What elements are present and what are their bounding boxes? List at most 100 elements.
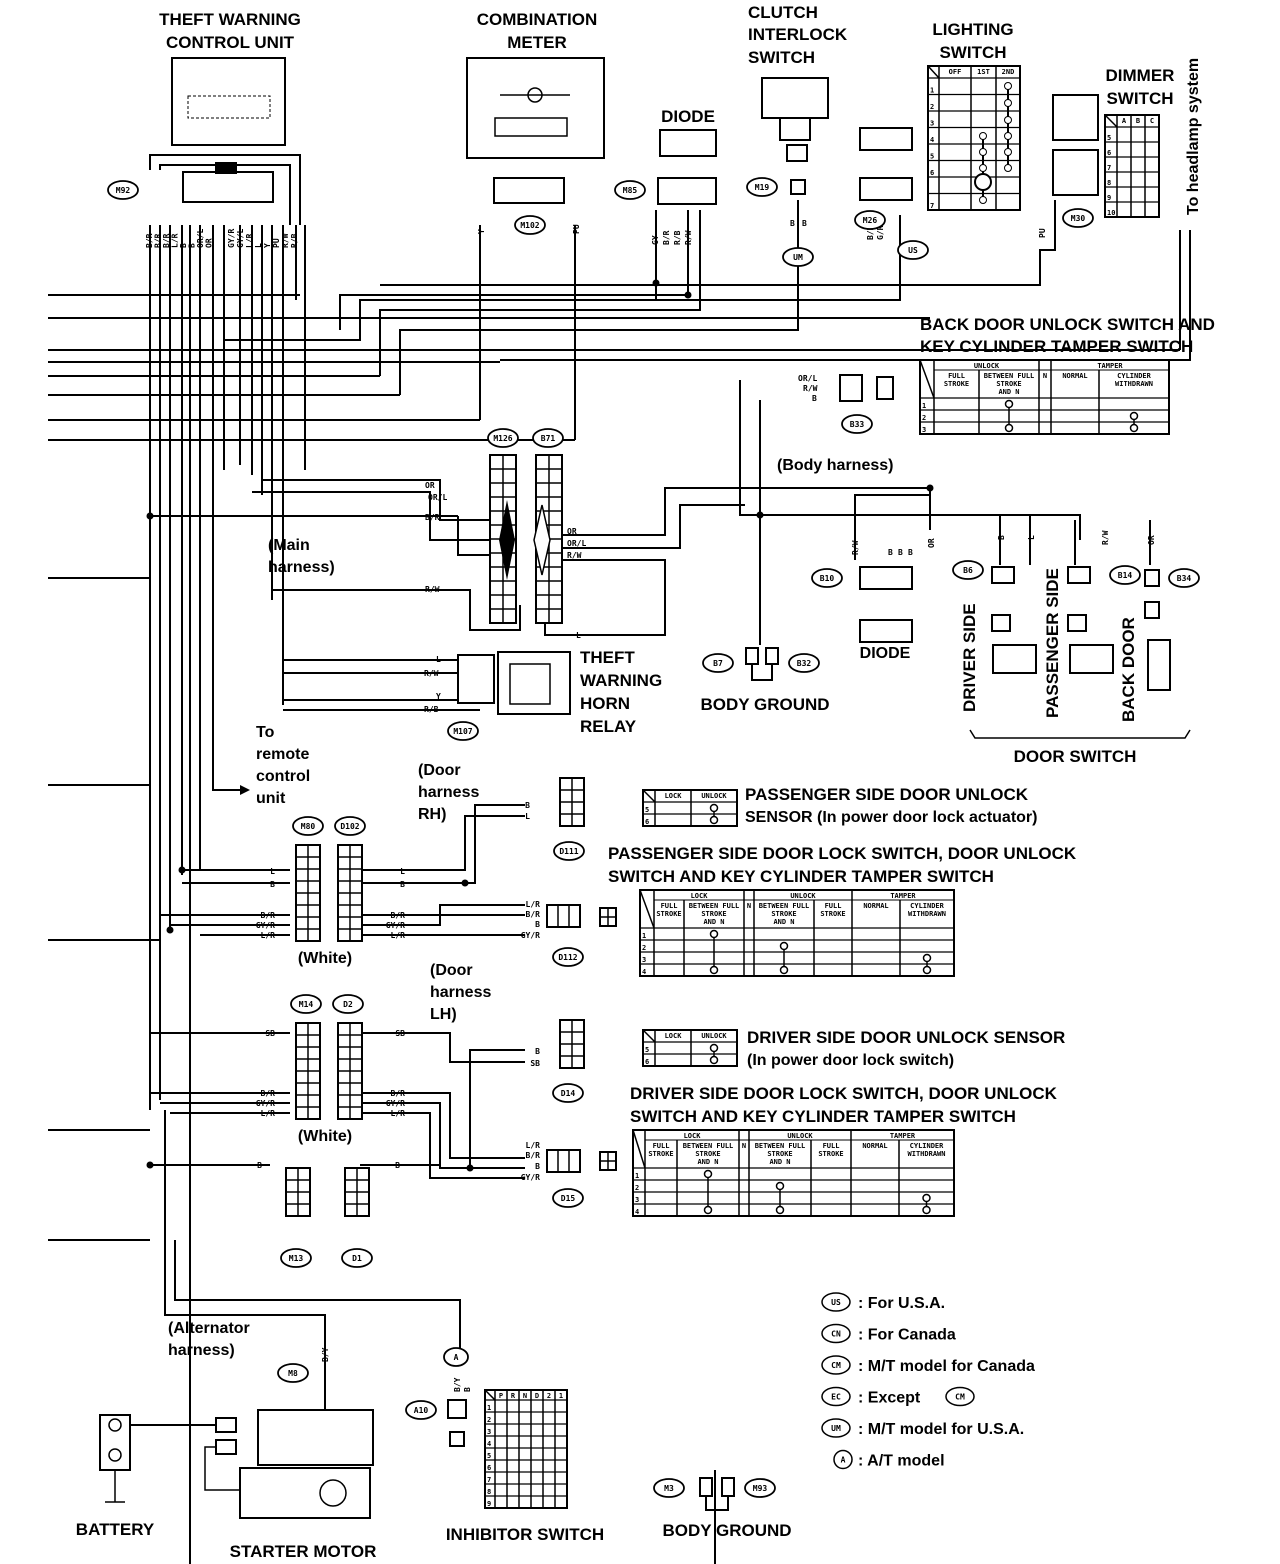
wire-label: B/R — [866, 225, 875, 240]
tag-outline — [702, 653, 734, 673]
legend-code-badge — [821, 1355, 851, 1375]
continuity-point — [709, 815, 719, 825]
row-number: 4 — [487, 1440, 491, 1448]
continuity-point — [709, 803, 719, 813]
row-number: 4 — [642, 968, 646, 976]
row-number: 6 — [645, 818, 649, 826]
tag-text: M19 — [755, 183, 770, 192]
continuity-point — [979, 196, 987, 204]
wire-label: R/W — [424, 669, 439, 678]
tag-text: B10 — [820, 574, 835, 583]
diagonal — [642, 1029, 656, 1043]
wire-label: L — [400, 867, 405, 876]
tag-outline — [553, 841, 585, 861]
legend-code: CN — [831, 1330, 841, 1339]
wire-label: R/W — [1101, 530, 1110, 545]
row-number: 1 — [922, 402, 926, 410]
wire-label: B/R — [261, 1089, 276, 1098]
wire-label: L — [436, 655, 441, 664]
row-number: 7 — [1107, 164, 1111, 172]
connector-tag-m93: M93 — [744, 1478, 776, 1498]
legend-item: CN: For Canada — [821, 1323, 956, 1344]
title-line: THEFT WARNING — [159, 10, 301, 29]
ground-b7-b32 — [745, 647, 779, 681]
group-header: UNLOCK — [974, 362, 1000, 370]
wire-label: L/R — [245, 233, 254, 248]
wire-label: OR — [1147, 535, 1156, 545]
pass-lock-switch-title: PASSENGER SIDE DOOR LOCK SWITCH, DOOR UN… — [608, 844, 1077, 863]
table-frame — [1104, 114, 1160, 218]
column-header: NORMAL — [862, 1142, 887, 1150]
tag-text: A10 — [414, 1406, 429, 1415]
tag-outline — [532, 428, 564, 448]
wire-label: B/R — [261, 911, 276, 920]
column-header: WITHDRAWN — [908, 910, 946, 918]
diagonal — [919, 359, 935, 399]
wire-label: L — [576, 631, 581, 640]
connector-tag-b71: B71 — [532, 428, 564, 448]
wire-label: GY/R — [521, 931, 540, 940]
wire-label: OR/L — [428, 493, 447, 502]
drv-lock-switch-title: DRIVER SIDE DOOR LOCK SWITCH, DOOR UNLOC… — [630, 1084, 1058, 1103]
wire-label: OR — [205, 238, 214, 248]
connector-tag-m14: M14 — [290, 994, 322, 1014]
column-header: STROKE — [771, 910, 796, 918]
white-label: (White) — [298, 1128, 352, 1145]
clutch-interlock-switch: CLUTCH INTERLOCK SWITCH — [748, 3, 848, 195]
title-line: CLUTCH — [748, 3, 818, 22]
connector-body — [546, 1149, 581, 1173]
row-number: 6 — [487, 1464, 491, 1472]
legend-code-badge — [945, 1386, 975, 1407]
table-frame — [639, 889, 955, 977]
wire-label: GY/R — [256, 1099, 275, 1108]
wire-label: GY/R — [521, 1173, 540, 1182]
continuity-point — [922, 965, 932, 975]
legend-code: US — [831, 1298, 841, 1307]
connector-tag-m3: M3 — [653, 1478, 685, 1498]
door-harness-rh: harness — [418, 784, 479, 801]
white-label: (White) — [298, 950, 352, 967]
main-harness-label: harness) — [268, 559, 335, 576]
legend-code: CM — [831, 1361, 841, 1370]
wire-label: B — [790, 219, 795, 228]
continuity-point — [1004, 148, 1012, 156]
wire-label: B/R — [391, 911, 406, 920]
wire-label: L — [270, 867, 275, 876]
splice-dots — [146, 279, 934, 1172]
column-header: LOCK — [665, 1032, 683, 1040]
wire-label: L/R — [391, 1109, 406, 1118]
connector-tag-a: A — [443, 1347, 469, 1367]
legend-code-badge — [833, 1449, 853, 1470]
connector-tag-a10: A10 — [405, 1400, 437, 1420]
diagonal — [1104, 114, 1118, 128]
tag-text: D1 — [352, 1254, 362, 1263]
wire-label: L — [525, 812, 530, 821]
wire-label: R/B — [290, 233, 299, 248]
wire-label: B — [908, 548, 913, 557]
column-header: STROKE — [767, 1150, 792, 1158]
connector-tag-m30: M30 — [1062, 208, 1094, 228]
back-door-switch-title: KEY CYLINDER TAMPER SWITCH — [920, 337, 1193, 356]
column-header: FULL — [661, 902, 678, 910]
pass-lock-switch-title: SWITCH AND KEY CYLINDER TAMPER SWITCH — [608, 867, 994, 886]
column-header: FULL — [948, 372, 965, 380]
wire-label: L — [254, 243, 263, 248]
connector-d15-face — [599, 1151, 617, 1171]
continuity-point — [979, 148, 987, 156]
tag-outline — [292, 816, 324, 836]
connector-tag-m26: M26 — [854, 210, 886, 230]
column-header: AND N — [703, 918, 724, 926]
connector-d112-face — [599, 907, 617, 927]
connector-body — [546, 904, 581, 928]
connector-tag-b10: B10 — [811, 568, 843, 588]
column-header: AND N — [773, 918, 794, 926]
wire-label: B/Y — [453, 1377, 462, 1392]
door-switch-label: DOOR SWITCH — [1014, 747, 1137, 766]
column-header: STROKE — [818, 1150, 843, 1158]
row-number: 4 — [930, 136, 934, 144]
wire-label: OR/L — [196, 229, 205, 248]
continuity-point — [1129, 411, 1139, 421]
row-number: 6 — [645, 1058, 649, 1066]
